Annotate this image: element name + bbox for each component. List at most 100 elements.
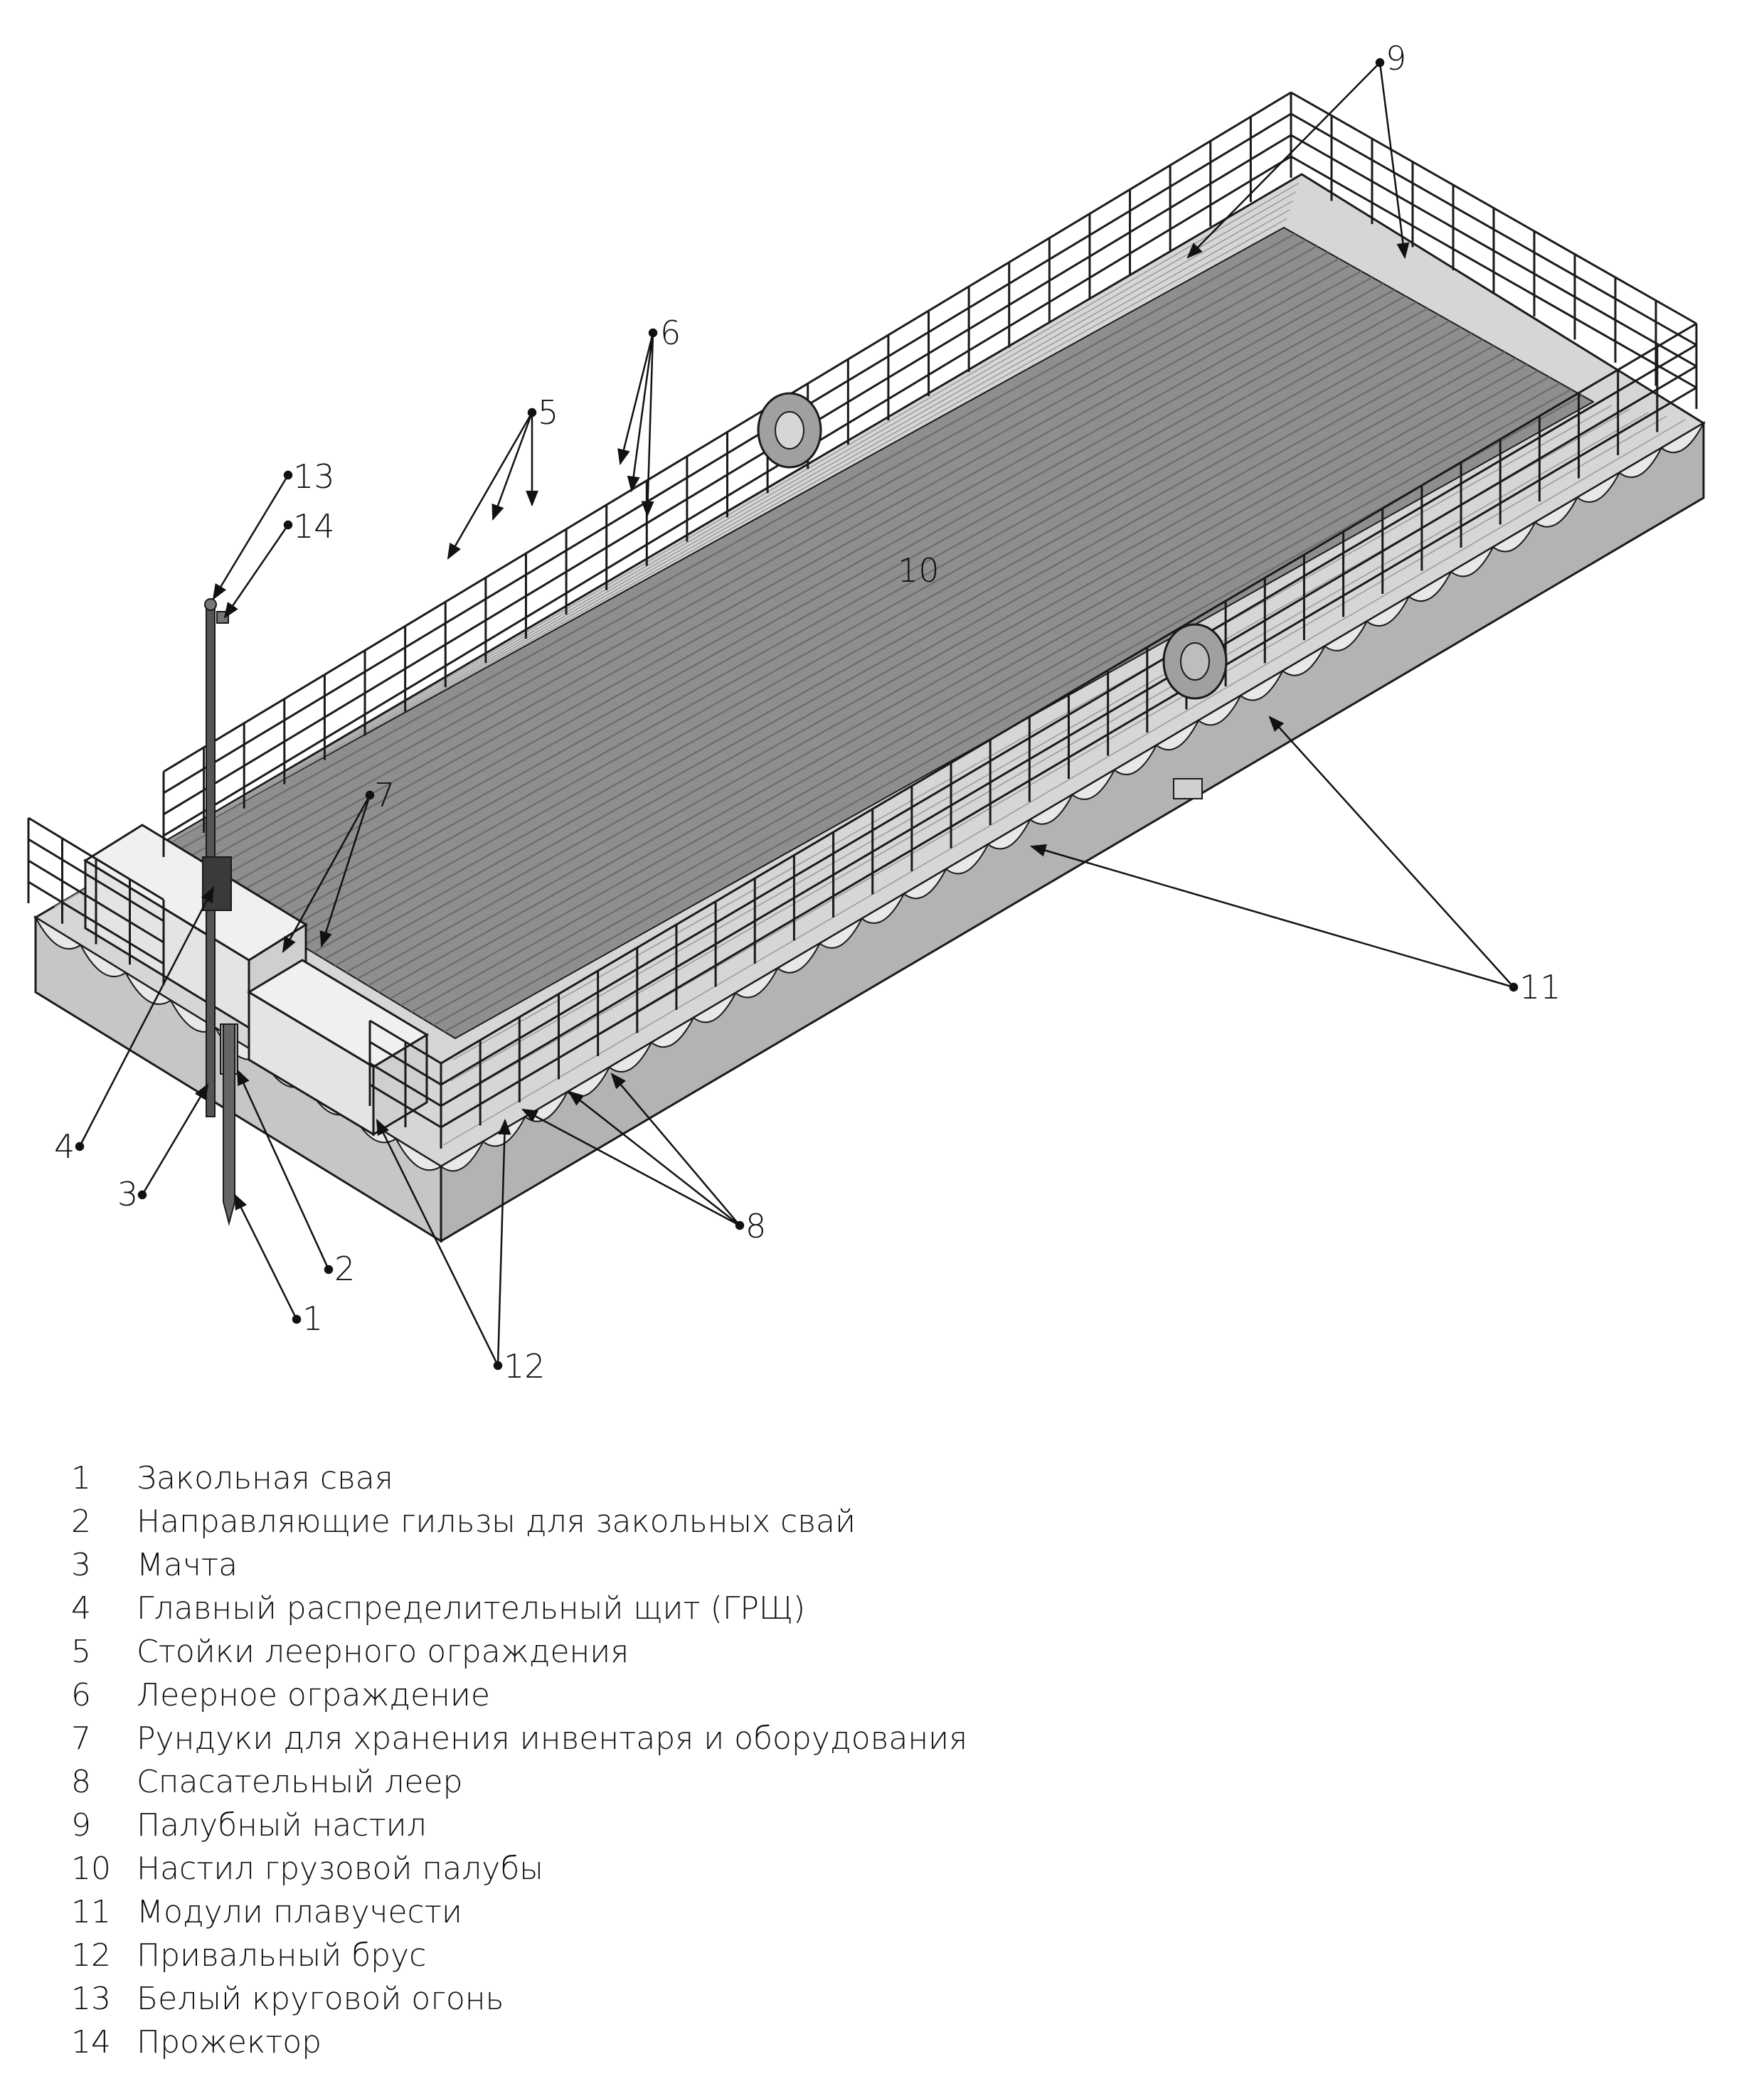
fender-segment xyxy=(394,1137,442,1171)
deck-plank xyxy=(159,233,1296,861)
legend-row: 13 Белый круговой огонь xyxy=(71,1977,1138,2021)
fender-segment xyxy=(607,1041,654,1073)
legend-text: Палубный настил xyxy=(137,1807,427,1843)
border-plank xyxy=(452,405,1612,1060)
cargo-deck xyxy=(148,226,1595,1040)
fender-segment xyxy=(1239,669,1285,701)
fender-segment xyxy=(78,943,127,977)
border-plank xyxy=(442,419,1686,1146)
legend-text: Настил грузовой палубы xyxy=(137,1851,543,1887)
border-plank xyxy=(111,209,1290,876)
deck-plank xyxy=(345,339,1484,974)
fender-segment xyxy=(650,1016,696,1048)
callout-2: 2 xyxy=(334,1250,355,1288)
legend-number: 12 xyxy=(71,1937,111,1974)
border-plank xyxy=(73,191,1297,897)
deck-plank xyxy=(389,363,1528,1000)
callout-9: 9 xyxy=(1386,39,1406,78)
legend-number: 6 xyxy=(71,1677,91,1713)
legend-text: Прожектор xyxy=(137,2024,322,2060)
fender-segment xyxy=(1534,495,1579,528)
deck-plank xyxy=(225,270,1362,900)
fender-segment xyxy=(692,991,738,1023)
border-plank xyxy=(447,412,1649,1103)
pontoon-isometric-drawing: 1 2 3 4 5 6 7 8 9 10 11 12 13 14 xyxy=(27,39,1706,1385)
fender-segment xyxy=(1281,644,1327,676)
callout-12: 12 xyxy=(504,1347,546,1385)
legend-text: Леерное ограждение xyxy=(137,1677,490,1713)
deck-plank xyxy=(367,351,1506,986)
fender-segment xyxy=(1450,545,1495,578)
callout-13: 13 xyxy=(293,457,335,496)
callout-1: 1 xyxy=(302,1299,323,1338)
legend-text: Модули плавучести xyxy=(137,1894,462,1930)
lockers xyxy=(83,824,429,1137)
fender-segment xyxy=(440,1139,485,1172)
deck-plank xyxy=(280,302,1417,934)
fender-segment xyxy=(860,892,906,925)
deck-plank xyxy=(400,370,1539,1006)
callout-6: 6 xyxy=(660,314,681,352)
white-all-round-light xyxy=(204,598,217,611)
deck-plank xyxy=(312,320,1450,954)
legend-number: 7 xyxy=(71,1720,91,1757)
legend-number: 13 xyxy=(71,1981,111,2017)
deck-plank xyxy=(247,282,1384,914)
fender-segment xyxy=(1070,768,1117,800)
callout-14: 14 xyxy=(293,507,335,546)
deck-plank xyxy=(302,314,1439,947)
fender-segment xyxy=(1323,619,1369,651)
border-plank xyxy=(54,182,1300,908)
fender-segment xyxy=(987,817,1032,850)
callout-7: 7 xyxy=(374,776,395,814)
deck-plank xyxy=(181,245,1318,874)
callout-11: 11 xyxy=(1519,968,1561,1006)
deck-plank xyxy=(192,252,1329,881)
legend-text: Направляющие гильзы для закольных свай xyxy=(137,1504,856,1540)
legend-number: 11 xyxy=(71,1894,111,1930)
legend-number: 8 xyxy=(71,1764,91,1800)
legend-number: 10 xyxy=(71,1851,111,1887)
deck-border-planks xyxy=(54,182,1686,1146)
legend-text: Рундуки для хранения инвентаря и оборудо… xyxy=(137,1720,968,1757)
fender-segment xyxy=(1155,718,1201,751)
locker-2 xyxy=(247,959,429,1137)
fender-segment xyxy=(124,971,172,1005)
life-ring-back xyxy=(757,392,822,469)
fender-segment xyxy=(1660,421,1706,454)
legend-row: 10 Настил грузовой палубы xyxy=(71,1847,1138,1890)
fender-segment xyxy=(945,842,990,875)
deck-plank xyxy=(291,307,1428,940)
fender-segment xyxy=(903,867,948,900)
deck-plank xyxy=(269,295,1406,927)
legend-text: Главный распределительный щит (ГРЩ) xyxy=(137,1590,806,1627)
legend-number: 3 xyxy=(71,1547,91,1583)
legend-text: Закольная свая xyxy=(137,1460,393,1496)
deck-plank xyxy=(171,239,1307,868)
hull-fitting xyxy=(1173,778,1203,799)
fender-segment xyxy=(776,941,822,974)
fender-segment xyxy=(33,915,83,950)
deck-plank xyxy=(334,332,1472,967)
legend-number: 14 xyxy=(71,2024,111,2060)
fender-segment xyxy=(818,917,864,949)
legend-text: Белый круговой огонь xyxy=(137,1981,504,2017)
fender-segment xyxy=(1365,595,1411,627)
fender-segment xyxy=(1576,471,1622,503)
legend-row: 7 Рундуки для хранения инвентаря и оборуд… xyxy=(71,1717,1138,1760)
fender-segment xyxy=(1029,792,1074,825)
legend-number: 1 xyxy=(71,1460,91,1496)
callout-3: 3 xyxy=(117,1175,138,1213)
leader-lines xyxy=(75,58,1519,1371)
legend-row: 1 Закольная свая xyxy=(71,1457,1138,1500)
fender-segment xyxy=(734,966,780,999)
mooring-pile xyxy=(223,1023,235,1226)
legend-text: Мачта xyxy=(137,1547,238,1583)
legend-number: 5 xyxy=(71,1634,91,1670)
